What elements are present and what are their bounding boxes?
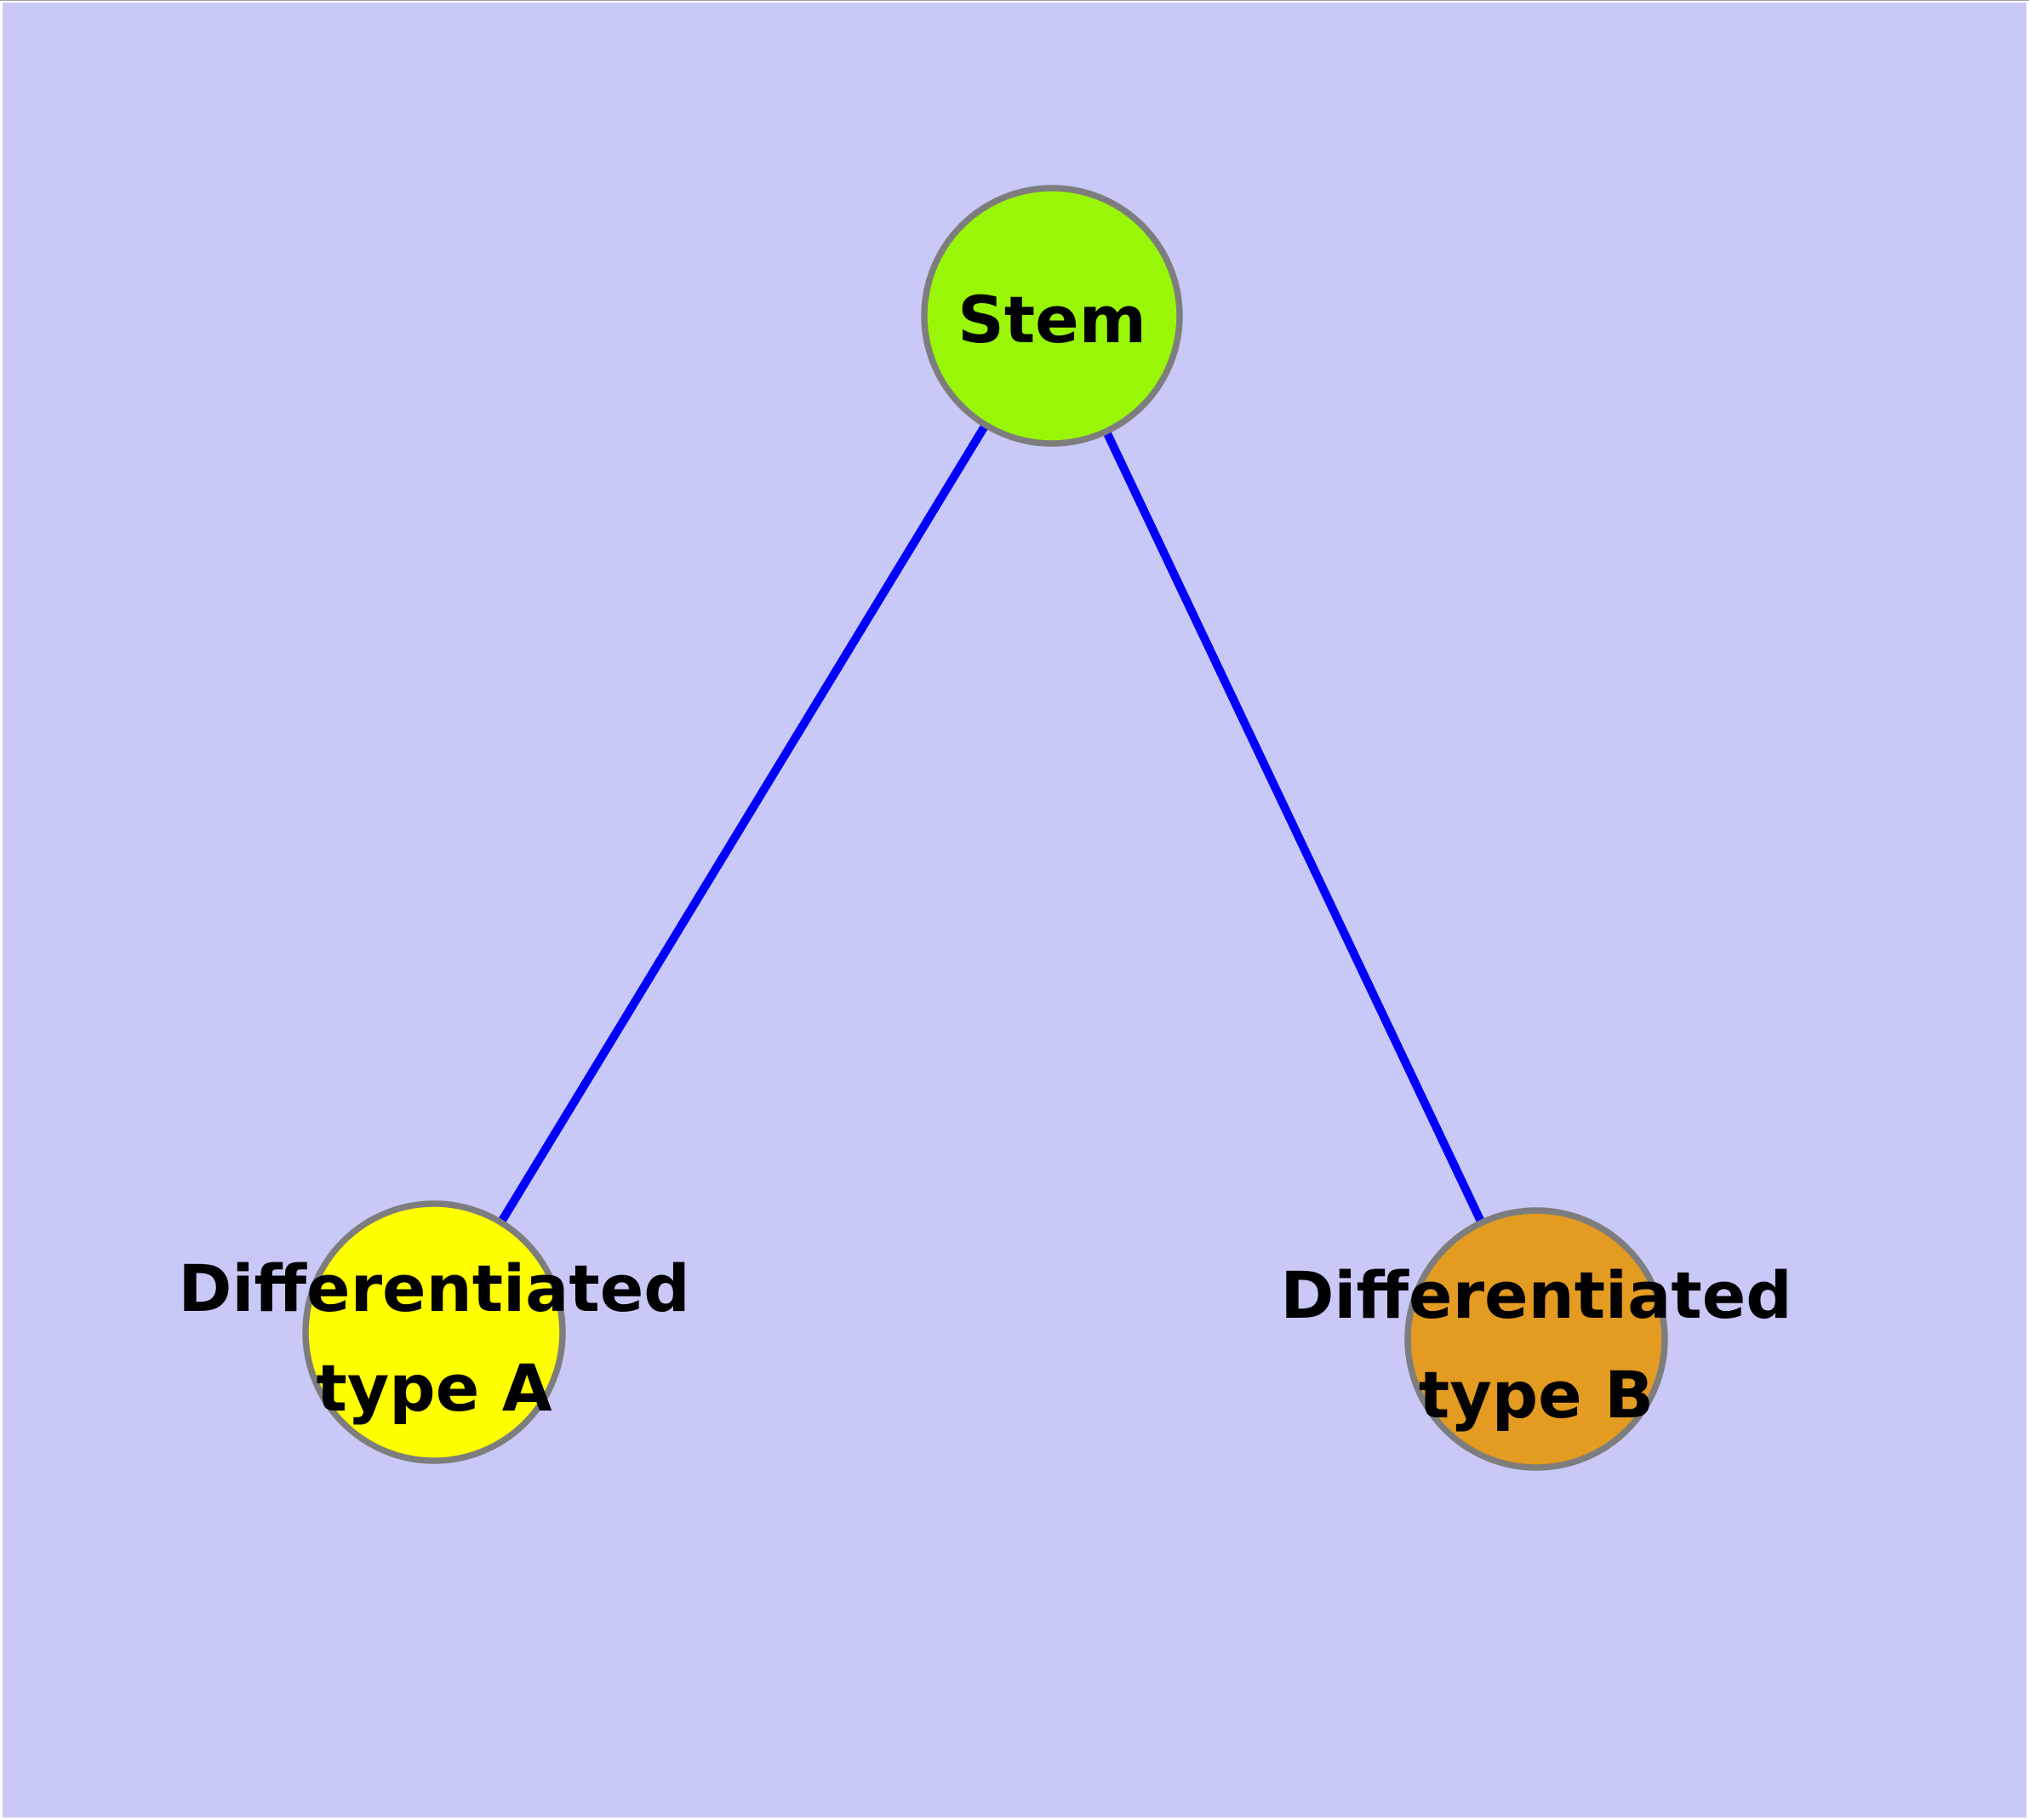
edge-stem-to-type-b — [1102, 429, 1486, 1226]
node-type-a-circle — [302, 1200, 566, 1464]
node-type-a-label-line-2: type A — [316, 1350, 552, 1426]
node-stem-circle — [921, 185, 1183, 447]
node-type-b-label-line-2: type B — [1419, 1357, 1654, 1433]
node-type-a-label-line-1: Differentiated — [178, 1251, 689, 1326]
edge-stem-to-type-a — [496, 422, 990, 1226]
node-stem-label: Stem — [957, 282, 1146, 358]
node-type-b-circle — [1404, 1207, 1668, 1471]
node-type-b-label-line-1: Differentiated — [1280, 1257, 1792, 1333]
